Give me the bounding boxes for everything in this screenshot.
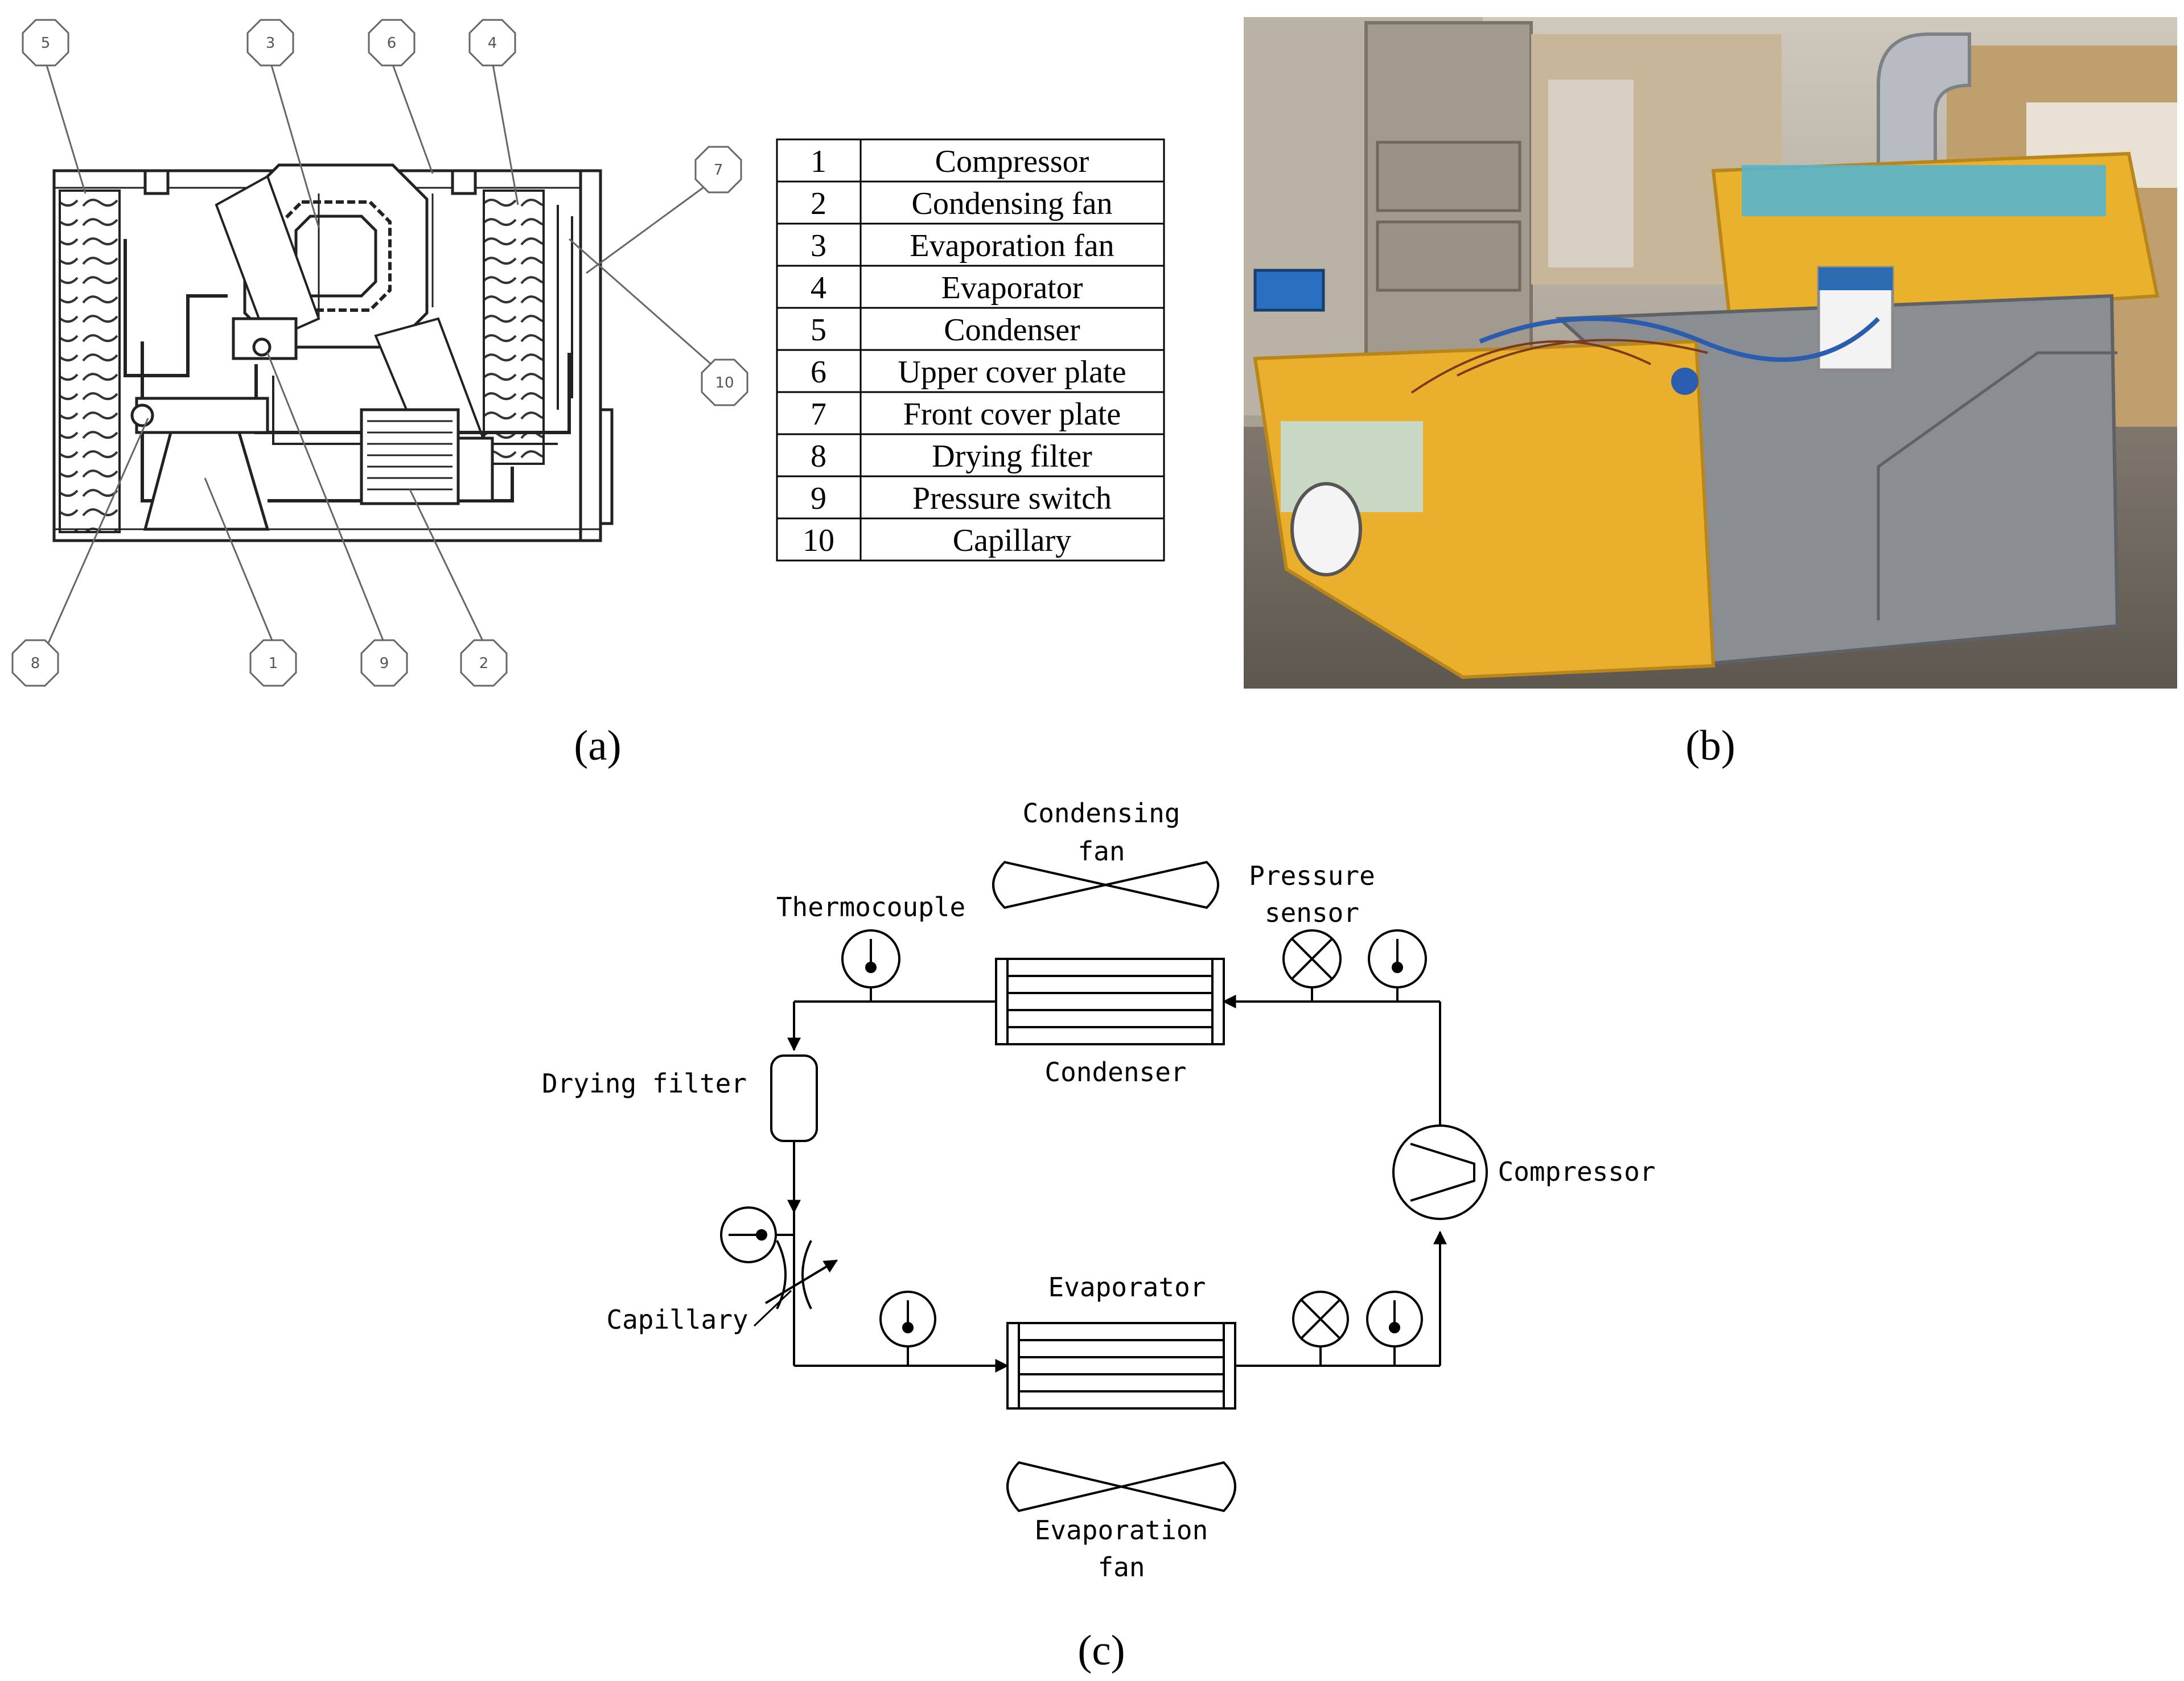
svg-text:7: 7 <box>714 162 723 179</box>
legend-row: 4 Evaporator <box>811 270 1083 306</box>
callout-7: 7 <box>694 146 742 193</box>
svg-text:8: 8 <box>31 655 40 672</box>
legend-row-number: 4 <box>811 270 826 306</box>
legend-row-number: 8 <box>811 439 826 474</box>
label-drying-filter: Drying filter <box>542 1068 747 1099</box>
svg-text:3: 3 <box>266 35 275 52</box>
callout-8: 8 <box>11 639 59 687</box>
legend-row-number: 10 <box>803 523 834 558</box>
condensing-fan-symbol <box>992 860 1219 909</box>
callout-5: 5 <box>22 19 69 67</box>
svg-text:4: 4 <box>488 35 497 52</box>
thermocouple-icon <box>1368 929 1427 1002</box>
legend-row: 10 Capillary <box>803 523 1071 558</box>
label-evaporation-fan-line2: fan <box>1097 1552 1145 1583</box>
label-pressure-sensor: Pressure <box>1249 860 1375 891</box>
legend-row: 8 Drying filter <box>811 439 1092 474</box>
legend-row: 5 Condenser <box>811 312 1080 348</box>
legend-row-name: Condensing fan <box>911 186 1112 221</box>
thermocouple-icon <box>1366 1291 1423 1366</box>
svg-text:2: 2 <box>479 655 489 672</box>
legend-row-name: Evaporation fan <box>910 228 1114 263</box>
callout-4: 4 <box>468 19 516 67</box>
legend-row-number: 7 <box>811 397 826 432</box>
legend-row-name: Compressor <box>935 144 1089 179</box>
drying-filter-symbol <box>770 1054 818 1142</box>
legend-row-number: 2 <box>811 186 826 221</box>
callout-3: 3 <box>246 19 294 67</box>
legend-row-name: Upper cover plate <box>898 355 1126 390</box>
evaporator-symbol <box>1006 1322 1236 1410</box>
callout-2: 2 <box>460 639 508 687</box>
pressure-sensor-icon <box>1292 1291 1349 1366</box>
thermocouple-icon <box>720 1206 794 1263</box>
legend-row-number: 1 <box>811 144 826 179</box>
label-condenser: Condenser <box>1044 1057 1186 1087</box>
callout-10: 10 <box>701 359 748 406</box>
compressor-symbol <box>1392 1124 1488 1220</box>
caption-a: (a) <box>574 722 621 769</box>
label-condensing-fan-line2: fan <box>1077 836 1125 867</box>
label-evaporation-fan: Evaporation <box>1035 1515 1208 1546</box>
svg-text:1: 1 <box>269 655 278 672</box>
legend-row-name: Front cover plate <box>903 397 1121 432</box>
component-legend-table: 1 Compressor 2 Condensing fan 3 Evaporat… <box>776 138 1165 562</box>
legend-row: 2 Condensing fan <box>811 186 1113 221</box>
prototype-photo <box>1244 17 2177 689</box>
svg-text:9: 9 <box>380 655 389 672</box>
svg-text:10: 10 <box>715 374 734 392</box>
condenser-symbol <box>995 958 1225 1045</box>
callout-6: 6 <box>368 19 416 67</box>
evaporation-fan-symbol <box>1006 1461 1236 1513</box>
caption-b: (b) <box>1685 722 1735 769</box>
thermocouple-icon <box>879 1291 936 1366</box>
legend-row-name: Evaporator <box>941 270 1083 306</box>
label-thermocouple: Thermocouple <box>776 892 965 922</box>
legend-row: 7 Front cover plate <box>811 397 1121 432</box>
callout-9: 9 <box>360 639 408 687</box>
unit-section-drawing <box>52 163 614 542</box>
legend-row-number: 9 <box>811 481 826 516</box>
caption-c: (c) <box>1077 1627 1125 1674</box>
label-compressor: Compressor <box>1498 1156 1656 1187</box>
legend-row-number: 5 <box>811 312 826 348</box>
refrigeration-schematic <box>720 860 1488 1513</box>
label-capillary: Capillary <box>606 1304 748 1335</box>
callout-1: 1 <box>249 639 297 687</box>
svg-text:6: 6 <box>387 35 397 52</box>
pressure-sensor-icon <box>1282 929 1342 1002</box>
legend-row-name: Capillary <box>953 523 1071 558</box>
legend-row-number: 3 <box>811 228 826 263</box>
label-evaporator: Evaporator <box>1048 1272 1206 1303</box>
label-condensing-fan: Condensing <box>1023 798 1181 829</box>
thermocouple-icon <box>841 929 900 1002</box>
legend-row: 1 Compressor <box>811 144 1089 179</box>
legend-row: 3 Evaporation fan <box>811 228 1114 263</box>
label-pressure-sensor-line2: sensor <box>1265 897 1359 928</box>
capillary-symbol <box>753 1240 838 1327</box>
legend-row-name: Pressure switch <box>912 481 1112 516</box>
legend-row-number: 6 <box>811 355 826 390</box>
legend-row-name: Drying filter <box>932 439 1092 474</box>
svg-text:5: 5 <box>41 35 51 52</box>
legend-row-name: Condenser <box>944 312 1080 348</box>
legend-row: 6 Upper cover plate <box>811 355 1126 390</box>
legend-row: 9 Pressure switch <box>811 481 1112 516</box>
